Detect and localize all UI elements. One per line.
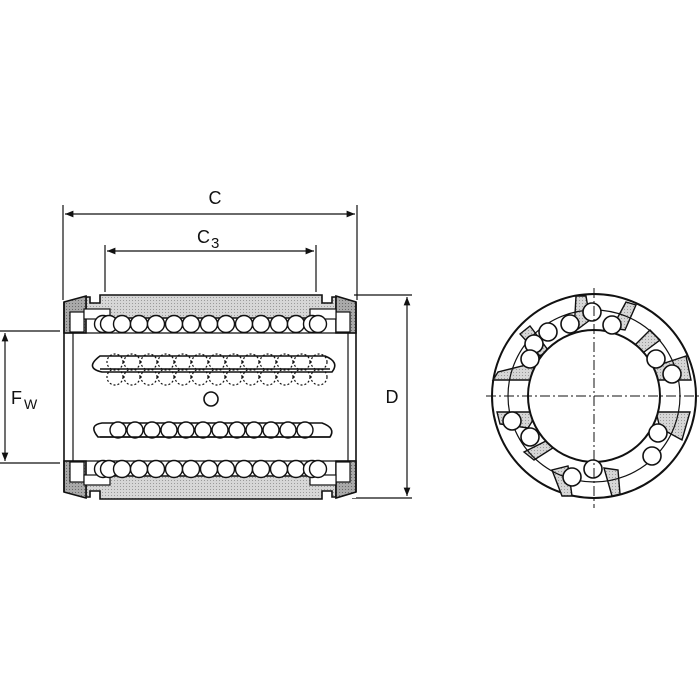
upper-return-circuit: [91, 353, 336, 386]
label-c3: C: [197, 227, 210, 247]
bottom-ball-row: [93, 459, 328, 479]
top-ball-row: [93, 314, 328, 334]
lower-return-circuit: [93, 421, 333, 439]
label-c3-subscript: 3: [211, 235, 219, 252]
dimension-c: C: [62, 188, 358, 300]
label-c: C: [209, 188, 222, 208]
dimension-fw: F W: [0, 330, 60, 464]
label-fw-subscript: W: [24, 396, 38, 412]
dimension-c3: C 3: [104, 227, 317, 292]
label-d: D: [386, 387, 399, 407]
dimension-d: D: [352, 294, 412, 499]
lube-hole: [203, 391, 219, 407]
end-view: [486, 288, 700, 508]
label-fw: F: [11, 388, 22, 408]
